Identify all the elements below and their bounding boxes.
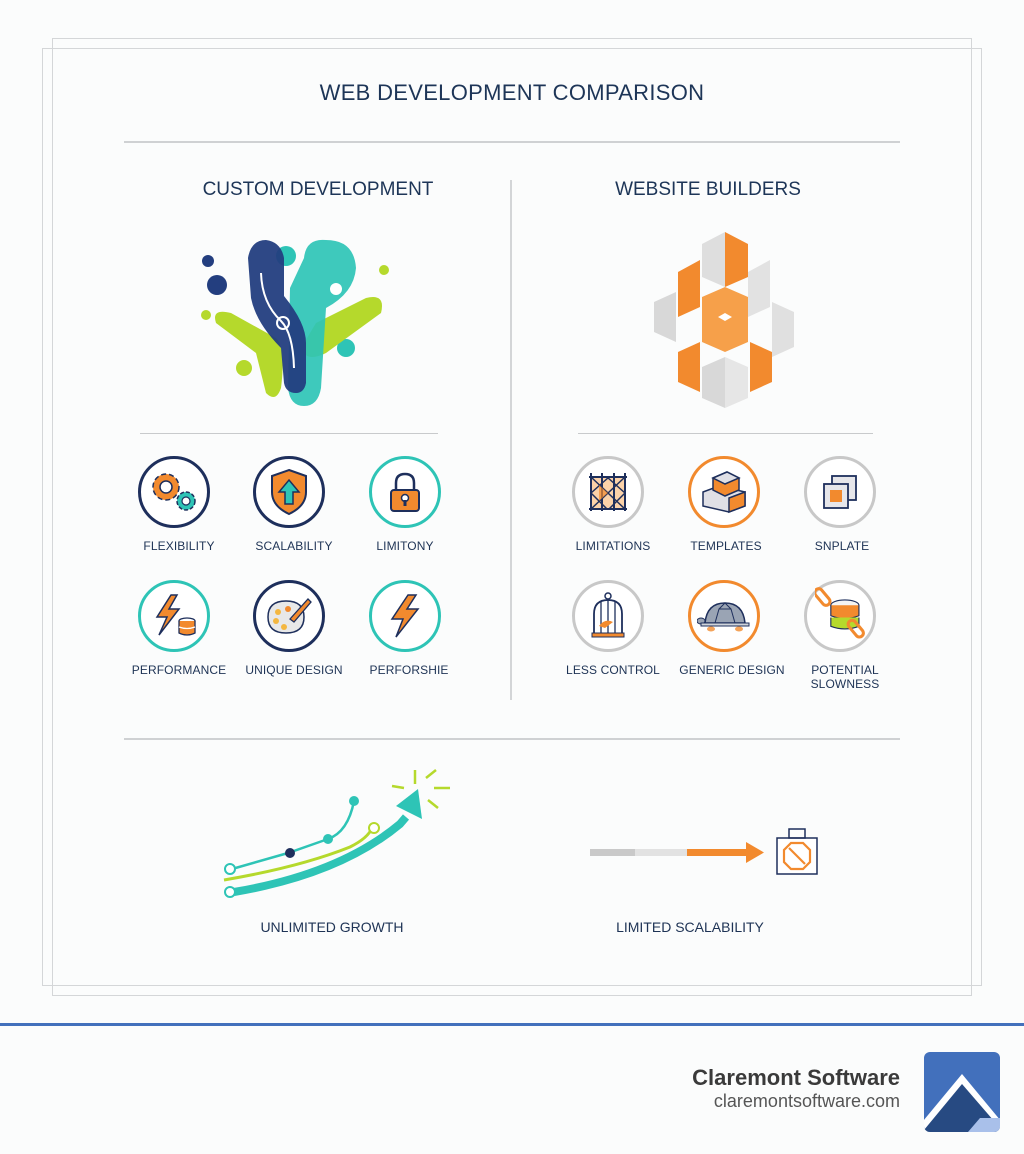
custom-development-heading: CUSTOM DEVELOPMENT <box>202 179 434 200</box>
footer-divider <box>0 1023 1024 1026</box>
lightning-database-icon <box>155 594 196 636</box>
item-label: LIMITATIONS <box>575 539 651 553</box>
item-label: LIMITONY <box>376 539 434 553</box>
claremont-logo-icon <box>924 1052 1000 1132</box>
title-divider <box>124 141 900 143</box>
potential-slowness-icon-circle <box>804 580 876 652</box>
unlimited-growth-label: UNLIMITED GROWTH <box>260 919 404 935</box>
column-divider <box>510 180 512 700</box>
generic-design-icon-circle <box>688 580 760 652</box>
limitations-icon-circle <box>572 456 644 528</box>
item-label: PERFORMANCE <box>131 663 227 677</box>
item-label: POTENTIAL SLOWNESS <box>810 663 880 691</box>
blocks-icon <box>702 471 746 514</box>
item-label: FLEXIBILITY <box>143 539 215 553</box>
limitony-icon-circle <box>369 456 441 528</box>
company-url[interactable]: claremontsoftware.com <box>713 1091 900 1111</box>
flexibility-icon-circle <box>138 456 210 528</box>
brand-block: Claremont Software claremontsoftware.com <box>692 1066 900 1112</box>
item-label: UNIQUE DESIGN <box>245 663 343 677</box>
outer-frame <box>52 38 972 996</box>
stacked-squares-icon <box>823 475 857 509</box>
grid-fence-icon <box>589 473 627 511</box>
less-control-icon-circle <box>572 580 644 652</box>
item-label: GENERIC DESIGN <box>679 663 785 677</box>
item-label: TEMPLATES <box>690 539 762 553</box>
templates-icon-circle <box>688 456 760 528</box>
right-divider <box>578 433 873 434</box>
snplate-icon-circle <box>804 456 876 528</box>
inner-frame <box>42 48 982 986</box>
palette-icon <box>267 598 312 634</box>
scalability-icon-circle <box>253 456 325 528</box>
item-label: SNPLATE <box>814 539 870 553</box>
left-divider <box>140 433 438 434</box>
broken-chain-database-icon <box>815 587 865 639</box>
performance-icon-circle <box>138 580 210 652</box>
lightning-icon <box>390 594 420 638</box>
bottom-divider <box>124 738 900 740</box>
turtle-icon <box>697 602 750 632</box>
unlimited-growth-illustration <box>220 762 460 902</box>
item-label: LESS CONTROL <box>566 663 660 677</box>
custom-development-illustration <box>196 228 396 410</box>
company-name: Claremont Software <box>692 1065 900 1090</box>
limited-scalability-illustration <box>588 826 828 878</box>
limited-scalability-label: LIMITED SCALABILITY <box>616 919 764 935</box>
gears-icon <box>152 473 196 511</box>
website-builders-heading: WEBSITE BUILDERS <box>615 179 801 200</box>
unique-design-icon-circle <box>253 580 325 652</box>
birdcage-icon <box>591 592 625 638</box>
page-title: WEB DEVELOPMENT COMPARISON <box>319 80 705 105</box>
item-label: PERFORSHIE <box>369 663 449 677</box>
padlock-icon <box>390 472 420 512</box>
performshie-icon-circle <box>369 580 441 652</box>
shield-arrow-icon <box>271 468 307 516</box>
website-builders-illustration <box>652 232 798 408</box>
item-label: SCALABILITY <box>255 539 333 553</box>
